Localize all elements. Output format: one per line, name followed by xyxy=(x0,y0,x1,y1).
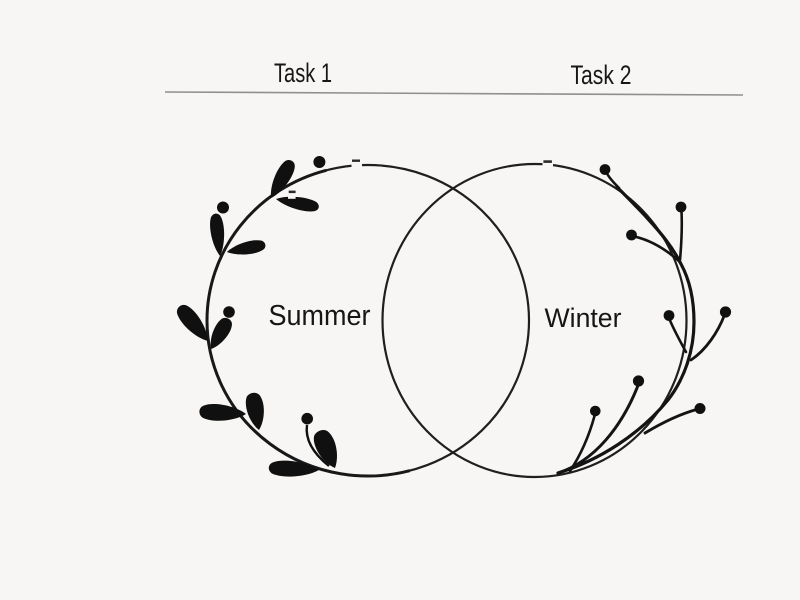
svg-text:Task 2: Task 2 xyxy=(571,60,632,90)
svg-text:Summer: Summer xyxy=(269,300,371,332)
svg-text:Winter: Winter xyxy=(545,303,622,333)
svg-text:Task 1: Task 1 xyxy=(274,58,332,88)
